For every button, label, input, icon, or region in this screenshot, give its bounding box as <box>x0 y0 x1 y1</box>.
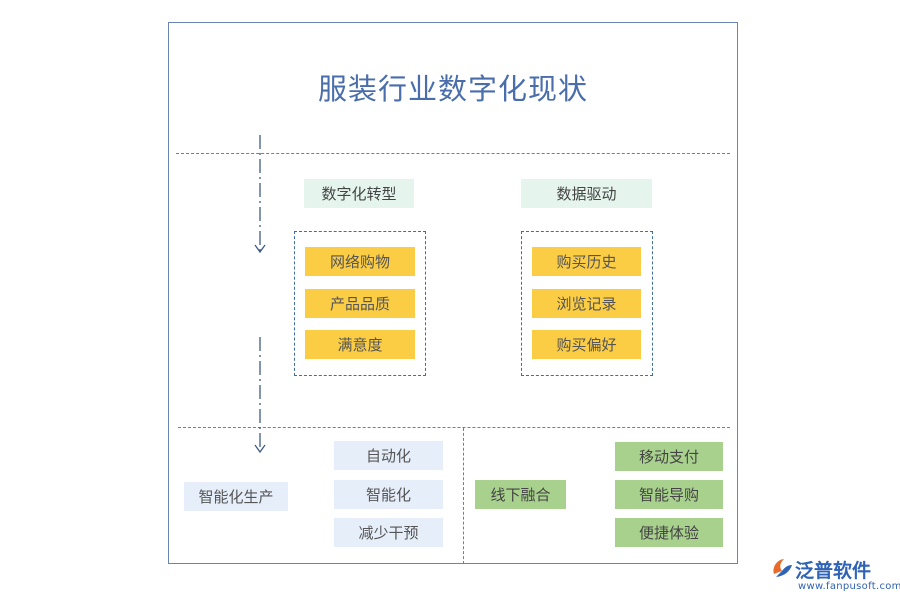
bottom-right-root: 线下融合 <box>475 480 566 509</box>
diagram-frame <box>168 22 738 564</box>
down-arrow-lower-icon <box>254 337 266 454</box>
left-items-group <box>294 231 426 376</box>
bottom-left-root: 智能化生产 <box>184 482 288 511</box>
left-item: 网络购物 <box>305 247 415 276</box>
diagram-title: 服装行业数字化现状 <box>317 72 588 106</box>
bottom-left-item: 自动化 <box>334 441 443 470</box>
brand-logo-icon <box>773 559 792 577</box>
brand-name: 泛普软件 <box>795 560 872 582</box>
bottom-right-item: 便捷体验 <box>615 518 723 547</box>
bottom-left-item: 智能化 <box>334 480 443 509</box>
bottom-right-item: 智能导购 <box>615 480 723 509</box>
middle-separator <box>178 427 730 428</box>
down-arrow-upper-icon <box>254 135 266 254</box>
left-item: 满意度 <box>305 330 415 359</box>
bottom-right-item: 移动支付 <box>615 442 723 471</box>
left-item: 产品品质 <box>305 289 415 318</box>
right-items-group <box>521 231 653 376</box>
right-column-header: 数据驱动 <box>521 179 652 208</box>
left-column-header: 数字化转型 <box>304 179 414 208</box>
right-item: 浏览记录 <box>532 289 641 318</box>
bottom-divider <box>463 428 464 564</box>
bottom-left-item: 减少干预 <box>334 518 443 547</box>
right-item: 购买历史 <box>532 247 641 276</box>
right-item: 购买偏好 <box>532 330 641 359</box>
top-separator <box>176 153 730 154</box>
brand-url: www.fanpusoft.com <box>798 581 900 592</box>
